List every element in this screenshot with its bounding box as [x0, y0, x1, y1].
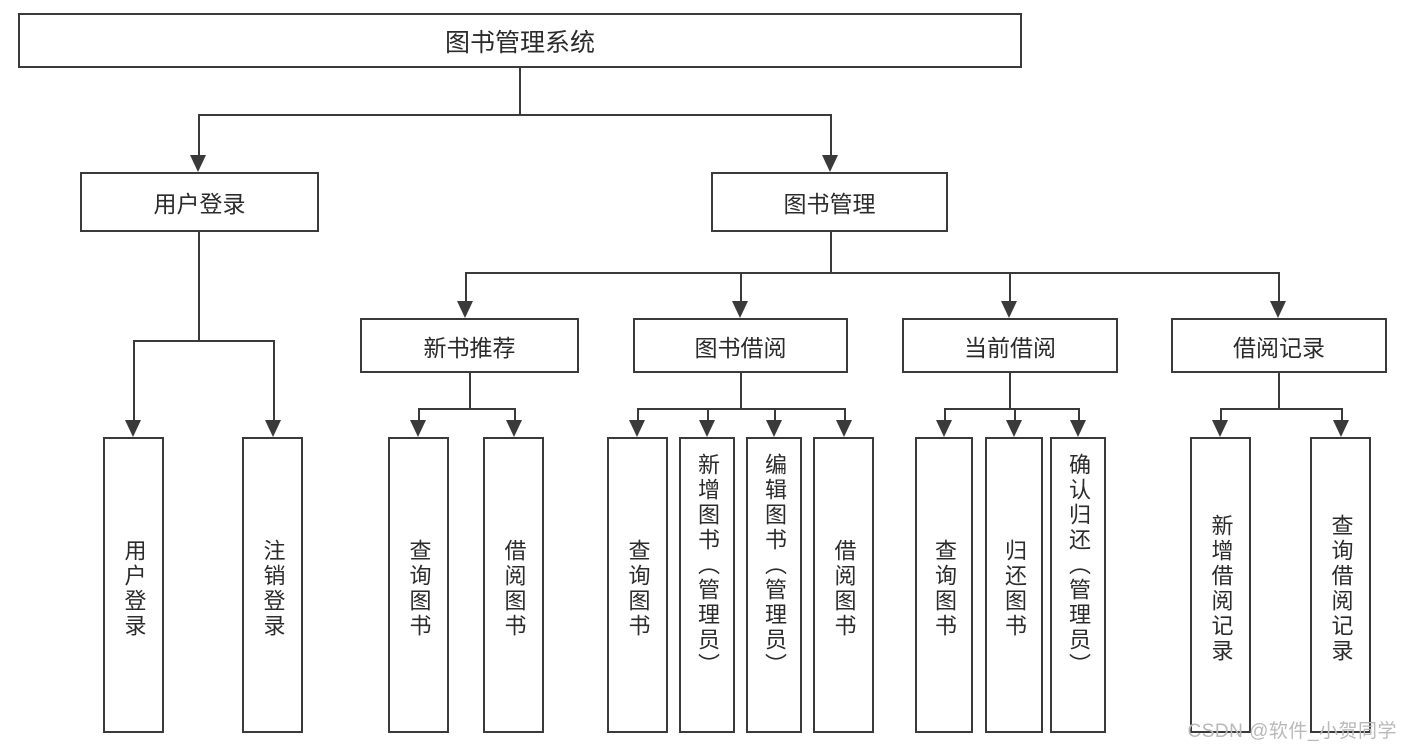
arrow-user-login-child-1 [125, 420, 141, 437]
connector-to-book-management [830, 114, 832, 155]
arrow-borrow-record-child-1 [1212, 420, 1228, 437]
arrow-book-borrow-child-3 [766, 420, 782, 437]
connector-new-book-bus [418, 408, 514, 410]
leaf-edit-book-admin[interactable]: 编辑图书（管理员） [746, 437, 802, 733]
arrow-to-current-borrow [1001, 301, 1017, 318]
node-label: 用户登录 [121, 539, 147, 639]
arrow-current-borrow-child-2 [1006, 420, 1022, 437]
node-label: 查询图书 [932, 539, 957, 639]
connector-to-new-book-recommend [465, 272, 467, 301]
arrow-current-borrow-child-3 [1070, 420, 1086, 437]
connector-user-login-child-1 [133, 340, 135, 420]
node-label: 借阅图书 [831, 539, 857, 639]
node-label: 编辑图书（管理员） [762, 453, 787, 678]
leaf-query-books-current[interactable]: 查询图书 [915, 437, 973, 733]
leaf-borrow-books[interactable]: 借阅图书 [813, 437, 874, 733]
connector-current-borrow-child-1 [944, 408, 946, 420]
node-borrow-record[interactable]: 借阅记录 [1171, 318, 1387, 373]
leaf-borrow-books-new-recommend[interactable]: 借阅图书 [483, 437, 544, 733]
connector-current-borrow-child-2 [1014, 408, 1016, 420]
connector-book-management-stem [830, 232, 832, 272]
node-book-management[interactable]: 图书管理 [711, 172, 948, 232]
connector-user-login-stem [198, 232, 200, 340]
arrow-to-book-borrow [732, 301, 748, 318]
node-user-login[interactable]: 用户登录 [80, 172, 319, 232]
arrow-borrow-record-child-2 [1333, 420, 1349, 437]
connector-borrow-record-stem [1278, 373, 1280, 408]
connector-book-borrow-child-3 [774, 408, 776, 420]
node-current-borrow[interactable]: 当前借阅 [902, 318, 1118, 373]
connector-borrow-record-bus [1220, 408, 1341, 410]
node-label: 借阅图书 [501, 539, 527, 639]
connector-book-borrow-bus [637, 408, 844, 410]
leaf-add-borrow-record[interactable]: 新增借阅记录 [1190, 437, 1251, 733]
connector-book-borrow-stem [740, 373, 742, 408]
arrow-to-new-book-recommend [457, 301, 473, 318]
connector-current-borrow-bus [944, 408, 1078, 410]
node-label: 新增借阅记录 [1208, 514, 1234, 664]
node-new-book-recommend[interactable]: 新书推荐 [360, 318, 579, 373]
leaf-return-books[interactable]: 归还图书 [985, 437, 1043, 733]
connector-root-stem [519, 68, 521, 114]
leaf-query-books-new-recommend[interactable]: 查询图书 [388, 437, 449, 733]
leaf-add-book-admin[interactable]: 新增图书（管理员） [679, 437, 735, 733]
arrow-to-book-management [822, 155, 838, 172]
connector-book-borrow-child-4 [844, 408, 846, 420]
connector-current-borrow-child-3 [1078, 408, 1080, 420]
node-label: 用户登录 [153, 191, 246, 217]
leaf-user-login[interactable]: 用户登录 [103, 437, 164, 733]
connector-root-bus [198, 114, 830, 116]
connector-new-book-child-1 [418, 408, 420, 420]
node-label: 图书管理 [783, 191, 876, 217]
node-label: 当前借阅 [964, 334, 1056, 361]
connector-to-current-borrow [1009, 272, 1011, 301]
connector-new-book-child-2 [514, 408, 516, 420]
arrow-new-book-child-2 [506, 420, 522, 437]
node-label: 图书借阅 [694, 334, 787, 361]
node-label: 注销登录 [260, 539, 286, 639]
node-label: 归还图书 [1002, 539, 1027, 639]
node-label: 借阅记录 [1233, 334, 1325, 361]
node-label: 查询图书 [406, 539, 432, 639]
arrow-current-borrow-child-1 [936, 420, 952, 437]
connector-to-borrow-record [1278, 272, 1280, 301]
connector-book-borrow-child-2 [707, 408, 709, 420]
connector-borrow-record-child-1 [1220, 408, 1222, 420]
connector-book-management-bus [465, 272, 1279, 274]
connector-new-book-stem [469, 373, 471, 408]
arrow-book-borrow-child-1 [629, 420, 645, 437]
arrow-to-user-login [190, 155, 206, 172]
connector-user-login-child-2 [273, 340, 275, 420]
node-label: 新增图书（管理员） [695, 453, 720, 678]
connector-to-user-login [198, 114, 200, 155]
node-label: 查询图书 [625, 539, 651, 639]
leaf-confirm-return-admin[interactable]: 确认归还（管理员） [1050, 437, 1106, 733]
connector-book-borrow-child-1 [637, 408, 639, 420]
node-label: 新书推荐 [423, 334, 516, 361]
connector-current-borrow-stem [1009, 373, 1011, 408]
leaf-query-books-borrow[interactable]: 查询图书 [607, 437, 668, 733]
node-label: 确认归还（管理员） [1066, 453, 1091, 678]
leaf-logout[interactable]: 注销登录 [242, 437, 303, 733]
arrow-user-login-child-2 [265, 420, 281, 437]
node-book-borrow[interactable]: 图书借阅 [633, 318, 848, 373]
node-label: 查询借阅记录 [1328, 514, 1354, 664]
leaf-query-borrow-record[interactable]: 查询借阅记录 [1310, 437, 1371, 733]
arrow-new-book-child-1 [410, 420, 426, 437]
node-label: 图书管理系统 [444, 28, 595, 57]
arrow-book-borrow-child-4 [836, 420, 852, 437]
arrow-book-borrow-child-2 [699, 420, 715, 437]
node-root-book-management-system[interactable]: 图书管理系统 [18, 13, 1022, 68]
connector-borrow-record-child-2 [1341, 408, 1343, 420]
connector-user-login-bus [133, 340, 273, 342]
connector-to-book-borrow [740, 272, 742, 301]
arrow-to-borrow-record [1270, 301, 1286, 318]
